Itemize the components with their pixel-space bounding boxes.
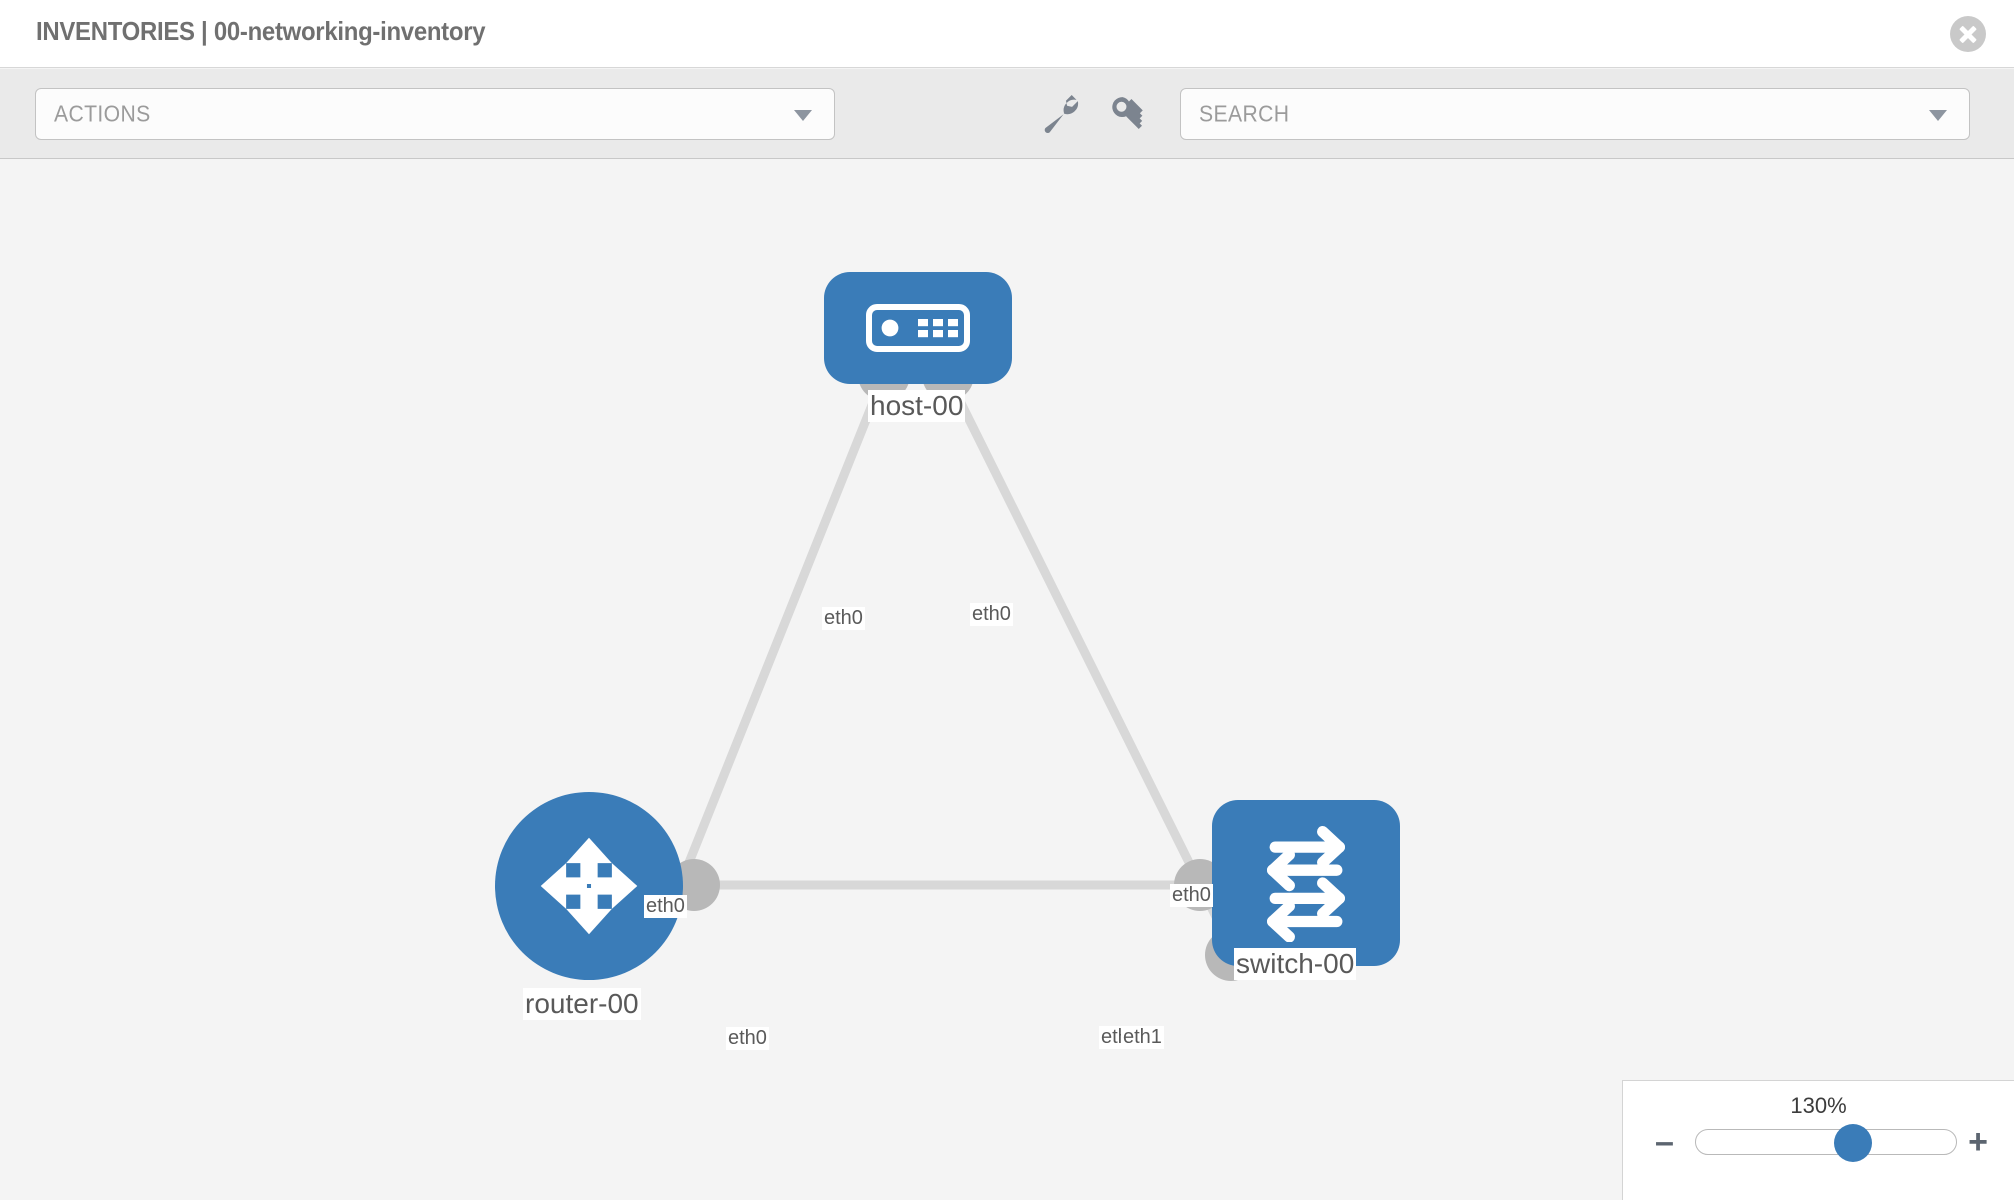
router-arrows-icon: [540, 837, 638, 935]
switch-arrows-icon: [1267, 826, 1345, 942]
server-icon: [866, 304, 970, 352]
topology-canvas[interactable]: host-00 router-00: [0, 160, 2014, 1200]
toolbar: ACTIONS SEARCH: [0, 69, 2014, 159]
port-label-switch-uplink-eth0: eth0: [1170, 884, 1213, 907]
key-icon[interactable]: [1105, 91, 1151, 137]
zoom-control-panel: 130% – +: [1622, 1080, 2014, 1200]
close-icon[interactable]: [1950, 16, 1986, 52]
node-label-switch-00: switch-00: [1234, 948, 1357, 980]
actions-dropdown[interactable]: ACTIONS: [35, 88, 835, 140]
node-label-host-00: host-00: [868, 390, 966, 422]
link-host-switch: [947, 380, 1235, 950]
port-label-host-eth0-left: eth0: [822, 607, 865, 630]
zoom-slider[interactable]: [1695, 1124, 1957, 1162]
wrench-icon[interactable]: [1037, 91, 1083, 137]
link-host-router: [655, 380, 885, 940]
page-header: INVENTORIES | 00-networking-inventory: [0, 0, 2014, 68]
port-label-host-eth0-right: eth0: [970, 603, 1013, 626]
port-label-switch-eth1: eth1: [1121, 1026, 1164, 1049]
zoom-slider-thumb[interactable]: [1833, 1124, 1872, 1162]
search-placeholder: SEARCH: [1199, 100, 1290, 127]
port-label-router-eth0: eth0: [726, 1027, 769, 1050]
zoom-level-value: 130%: [1790, 1093, 1847, 1118]
zoom-in-button[interactable]: +: [1968, 1123, 1988, 1161]
search-input[interactable]: SEARCH: [1180, 88, 1970, 140]
chevron-down-icon: [1929, 110, 1947, 121]
chevron-down-icon: [794, 110, 812, 121]
switch-node-shape[interactable]: [1212, 800, 1400, 966]
node-label-router-00: router-00: [523, 988, 641, 1020]
page-title: INVENTORIES | 00-networking-inventory: [36, 16, 486, 46]
zoom-out-button[interactable]: –: [1655, 1123, 1674, 1161]
router-node-shape[interactable]: [495, 792, 683, 980]
port-label-router-uplink-eth0: eth0: [644, 895, 687, 918]
actions-dropdown-label: ACTIONS: [54, 100, 151, 127]
host-node-shape[interactable]: [824, 272, 1012, 384]
